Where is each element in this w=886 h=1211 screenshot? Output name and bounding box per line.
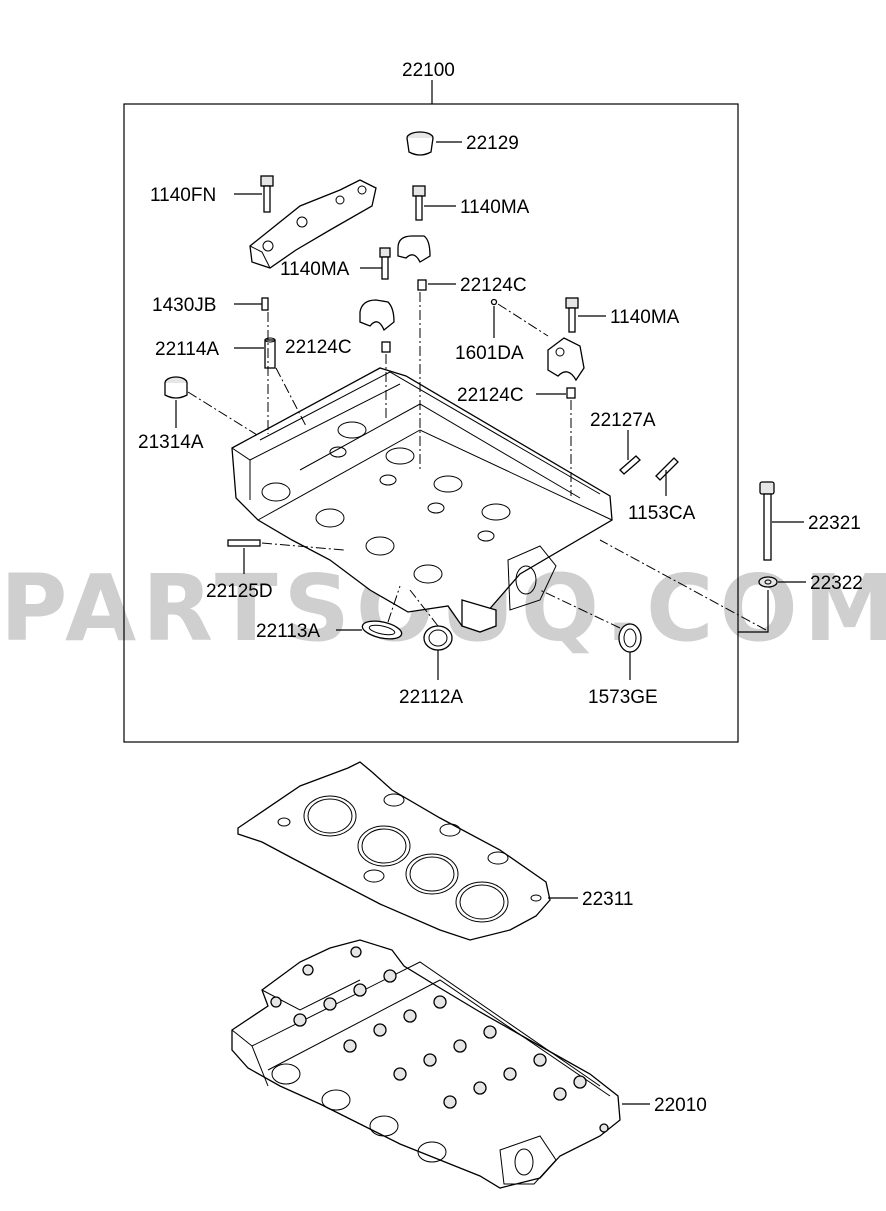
gasket-22113A-part	[361, 620, 403, 640]
bolt-1140MA-a-part	[412, 185, 426, 221]
label-22311[interactable]: 22311	[582, 889, 633, 910]
label-1140FN[interactable]: 1140FN	[150, 185, 216, 206]
dowel-22124C-a-part	[417, 279, 427, 291]
stud-1153CA-part	[655, 457, 679, 481]
label-22100[interactable]: 22100	[402, 60, 455, 81]
label-22114A[interactable]: 22114A	[155, 339, 219, 360]
bolt-1140MA-c-part	[565, 297, 579, 333]
pin-1430JB-part	[261, 297, 269, 311]
label-1153CA[interactable]: 1153CA	[628, 503, 696, 524]
label-1140MA-b[interactable]: 1140MA	[280, 259, 350, 280]
label-22127A[interactable]: 22127A	[590, 410, 656, 431]
label-22129[interactable]: 22129	[466, 133, 519, 154]
bearing-cap-middle-part	[397, 235, 431, 263]
cylinder-head-22100-body	[231, 367, 613, 633]
head-bolt-22321-part	[759, 481, 775, 561]
bolt-1140FN-part	[260, 175, 274, 213]
stud-22125D-part	[227, 539, 261, 547]
dowel-22124C-c-part	[566, 387, 576, 399]
label-22322[interactable]: 22322	[810, 573, 863, 594]
label-22010[interactable]: 22010	[654, 1095, 707, 1116]
seal-ring-22112A-part	[423, 625, 453, 651]
cap-plug-21314A-part	[164, 376, 188, 399]
cylinder-head-assy-22010-part	[231, 939, 621, 1189]
label-21314A[interactable]: 21314A	[138, 432, 204, 453]
dowel-22124C-b-part	[381, 341, 391, 353]
stud-22127A-part	[619, 455, 641, 475]
plug-22129-part	[406, 131, 434, 156]
bearing-cap-lower-part	[359, 299, 395, 332]
label-1140MA-a[interactable]: 1140MA	[460, 197, 530, 218]
sleeve-22114A-part	[264, 337, 276, 369]
label-22321[interactable]: 22321	[808, 513, 861, 534]
label-1140MA-c[interactable]: 1140MA	[610, 307, 680, 328]
seal-1573GE-part	[618, 623, 642, 653]
label-22113A[interactable]: 22113A	[256, 621, 320, 642]
washer-22322-part	[758, 576, 778, 588]
bolt-1140MA-b-part	[379, 247, 391, 280]
bearing-cap-rear-part	[547, 337, 585, 382]
label-1430JB[interactable]: 1430JB	[152, 295, 216, 316]
label-1573GE[interactable]: 1573GE	[588, 687, 658, 708]
label-22124C-a[interactable]: 22124C	[460, 275, 527, 296]
label-22124C-c[interactable]: 22124C	[457, 385, 524, 406]
pin-1601DA-part	[490, 298, 498, 306]
label-22124C-b[interactable]: 22124C	[285, 337, 352, 358]
head-gasket-22311-part	[237, 761, 551, 941]
camshaft-bearing-cap-front-part	[249, 179, 377, 269]
label-22112A[interactable]: 22112A	[399, 687, 463, 708]
assembly-frame	[123, 103, 739, 743]
label-1601DA[interactable]: 1601DA	[455, 343, 524, 364]
label-22125D[interactable]: 22125D	[206, 581, 273, 602]
